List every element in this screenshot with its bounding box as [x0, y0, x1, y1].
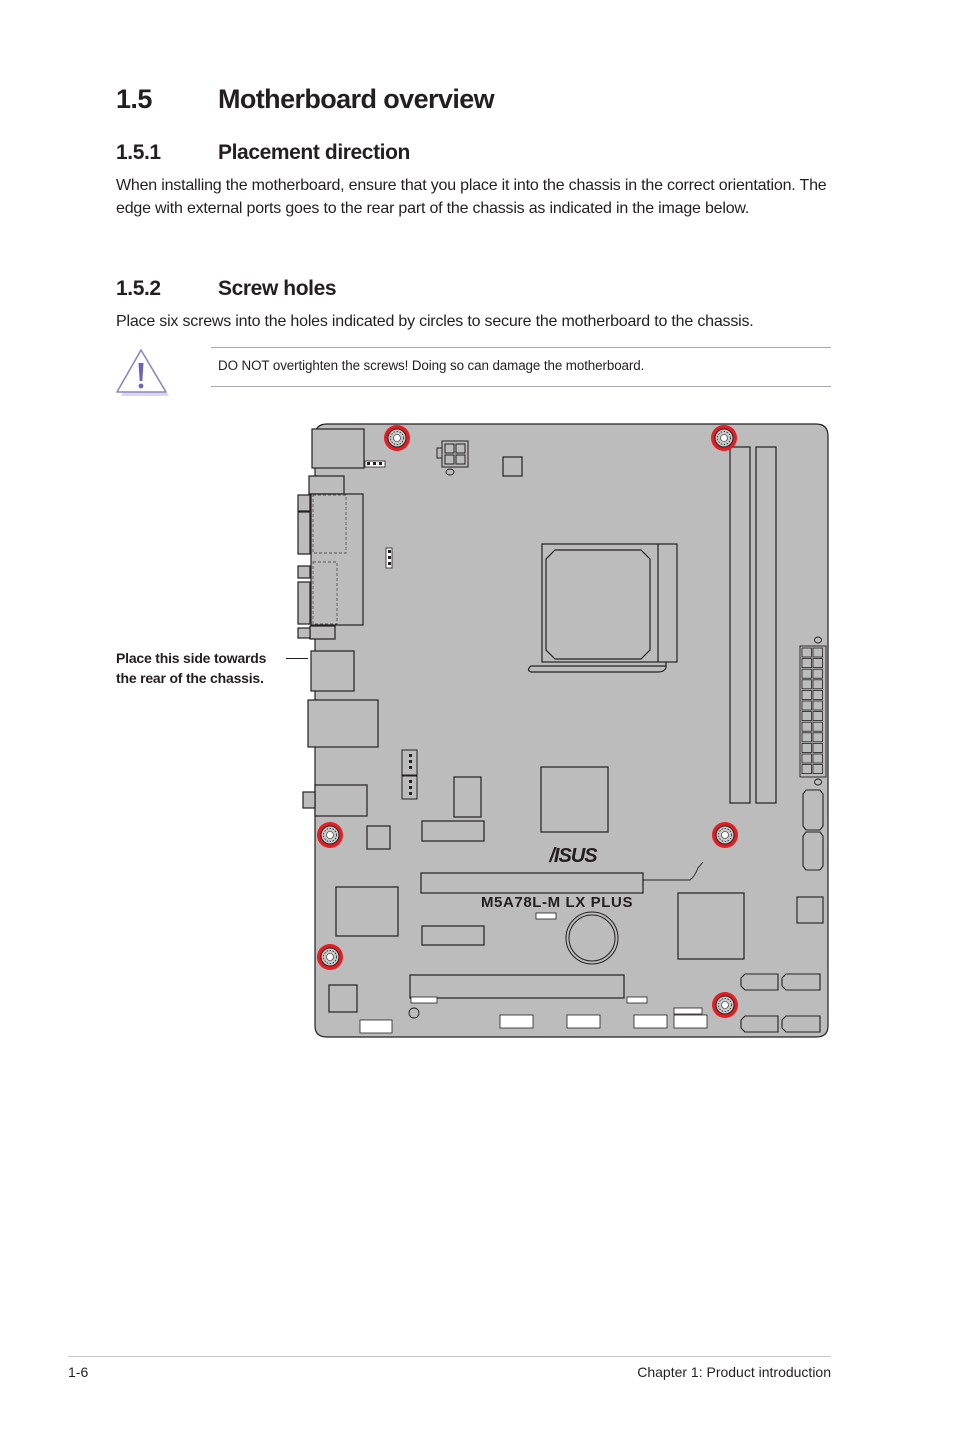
placement-direction-paragraph: When installing the motherboard, ensure … [116, 177, 827, 217]
note-top-rule [211, 347, 831, 348]
motherboard-diagram: /ISUS M5A78L-M LX PLUS [296, 420, 836, 1045]
warning-triangle-icon [114, 346, 170, 398]
callout-leader-line [286, 658, 308, 659]
page-number: 1-6 [68, 1364, 89, 1380]
note-bottom-rule [211, 386, 831, 387]
section-number: 1.5 [116, 84, 152, 114]
svg-text:/ISUS: /ISUS [548, 845, 598, 867]
rear-side-callout: Place this side towards the rear of the … [116, 648, 266, 688]
chapter-title: Chapter 1: Product introduction [637, 1364, 831, 1380]
section-title: Motherboard overview [218, 84, 495, 114]
note-text: DO NOT overtighten the screws! Doing so … [218, 358, 645, 373]
section-heading: 1.5 Motherboard overview [116, 84, 495, 115]
subsection-heading-placement: 1.5.1 Placement direction [116, 141, 410, 165]
subsection-number: 1.5.2 [116, 277, 161, 300]
subsection-number: 1.5.1 [116, 141, 161, 164]
callout-line-2: the rear of the chassis. [116, 670, 264, 686]
model-label: M5A78L-M LX PLUS [481, 894, 633, 911]
footer-rule [68, 1356, 831, 1357]
subsection-heading-screw-holes: 1.5.2 Screw holes [116, 277, 337, 301]
callout-line-1: Place this side towards [116, 650, 267, 666]
subsection-title: Screw holes [218, 277, 337, 300]
subsection-title: Placement direction [218, 141, 410, 164]
screw-holes-paragraph: Place six screws into the holes indicate… [116, 313, 754, 330]
